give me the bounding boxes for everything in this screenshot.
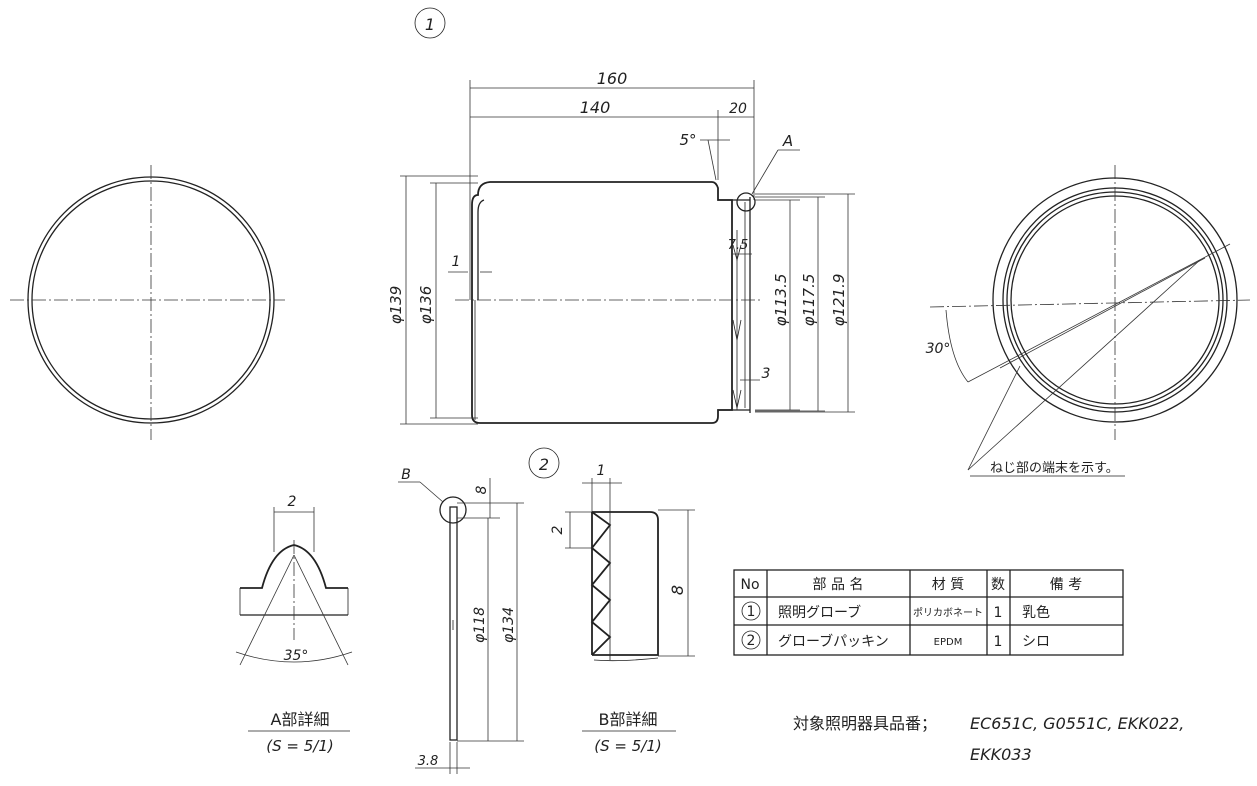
row1-name: 照明グローブ bbox=[778, 604, 861, 621]
detail-b-dim-1: 1 bbox=[597, 463, 606, 479]
row2-no: 2 bbox=[747, 633, 756, 649]
main-side-view: 1 160 140 20 5° A 1 bbox=[387, 7, 855, 425]
detail-a-dim-2: 2 bbox=[288, 494, 297, 510]
packing-thick: 3.8 bbox=[418, 754, 439, 769]
target-line1: EC651C, G0551C, EKK022, bbox=[970, 714, 1184, 733]
row1-qty: 1 bbox=[994, 605, 1003, 621]
detail-a-angle-35: 35° bbox=[284, 648, 309, 664]
packing-d118: φ118 bbox=[472, 607, 488, 643]
target-line2: EKK033 bbox=[970, 745, 1032, 764]
dim-20: 20 bbox=[729, 101, 747, 117]
target-label: 対象照明器具品番； bbox=[793, 714, 937, 733]
row1-note: 乳色 bbox=[1022, 604, 1050, 621]
th-note: 備 考 bbox=[1050, 577, 1082, 593]
packing-d134: φ134 bbox=[501, 607, 517, 643]
row2-name: グローブパッキン bbox=[778, 633, 889, 650]
right-view-note: ねじ部の端末を示す。 bbox=[990, 461, 1119, 476]
target-products: 対象照明器具品番； EC651C, G0551C, EKK022, EKK033 bbox=[793, 714, 1184, 764]
dim-wall-1: 1 bbox=[452, 254, 461, 270]
packing-dim-8: 8 bbox=[474, 485, 490, 494]
row1-no: 1 bbox=[747, 604, 756, 620]
detail-a-title: A部詳細 bbox=[271, 710, 330, 729]
left-end-view bbox=[10, 165, 285, 440]
right-end-view: 30° ねじ部の端末を示す。 bbox=[926, 165, 1251, 477]
dim-160: 160 bbox=[597, 69, 628, 88]
packing-view: 2 B 8 φ118 φ134 3.8 bbox=[398, 447, 560, 774]
angle-5: 5° bbox=[679, 131, 696, 149]
row2-note: シロ bbox=[1022, 634, 1050, 650]
detail-a: 2 35° A部詳細 (S = 5/1) bbox=[235, 494, 353, 755]
dim-d139: φ139 bbox=[387, 286, 405, 325]
th-qty: 数 bbox=[991, 577, 1005, 593]
detail-b-dim-2: 2 bbox=[550, 525, 566, 534]
detail-a-scale: (S = 5/1) bbox=[266, 737, 333, 755]
dim-d121: φ121.9 bbox=[830, 274, 848, 327]
dim-pitch: 7.5 bbox=[728, 238, 749, 253]
dim-d136: φ136 bbox=[417, 286, 435, 325]
detail-b-dim-8: 8 bbox=[668, 585, 687, 595]
row1-material: ポリカボネート bbox=[913, 607, 983, 619]
dim-d117: φ117.5 bbox=[800, 274, 818, 327]
dim-thread-3: 3 bbox=[762, 366, 771, 382]
detail-b-scale: (S = 5/1) bbox=[594, 737, 661, 755]
th-name: 部 品 名 bbox=[813, 577, 864, 593]
label-a: A bbox=[782, 132, 793, 150]
dim-140: 140 bbox=[580, 98, 611, 117]
detail-b: 1 2 8 B部詳細 (S = 5/1) bbox=[550, 463, 695, 755]
th-no: No bbox=[740, 577, 759, 593]
parts-table: No 部 品 名 材 質 数 備 考 1 照明グローブ ポリカボネート 1 乳色… bbox=[733, 569, 1124, 656]
dim-d113: φ113.5 bbox=[772, 274, 790, 327]
detail-b-title: B部詳細 bbox=[599, 710, 658, 729]
packing-label-b: B bbox=[401, 467, 411, 483]
row2-material: EPDM bbox=[934, 637, 963, 648]
part-number-1: 1 bbox=[425, 15, 435, 34]
row2-qty: 1 bbox=[994, 634, 1003, 650]
th-material: 材 質 bbox=[932, 577, 964, 593]
part-number-2: 2 bbox=[539, 455, 549, 474]
angle-30: 30° bbox=[926, 341, 951, 357]
